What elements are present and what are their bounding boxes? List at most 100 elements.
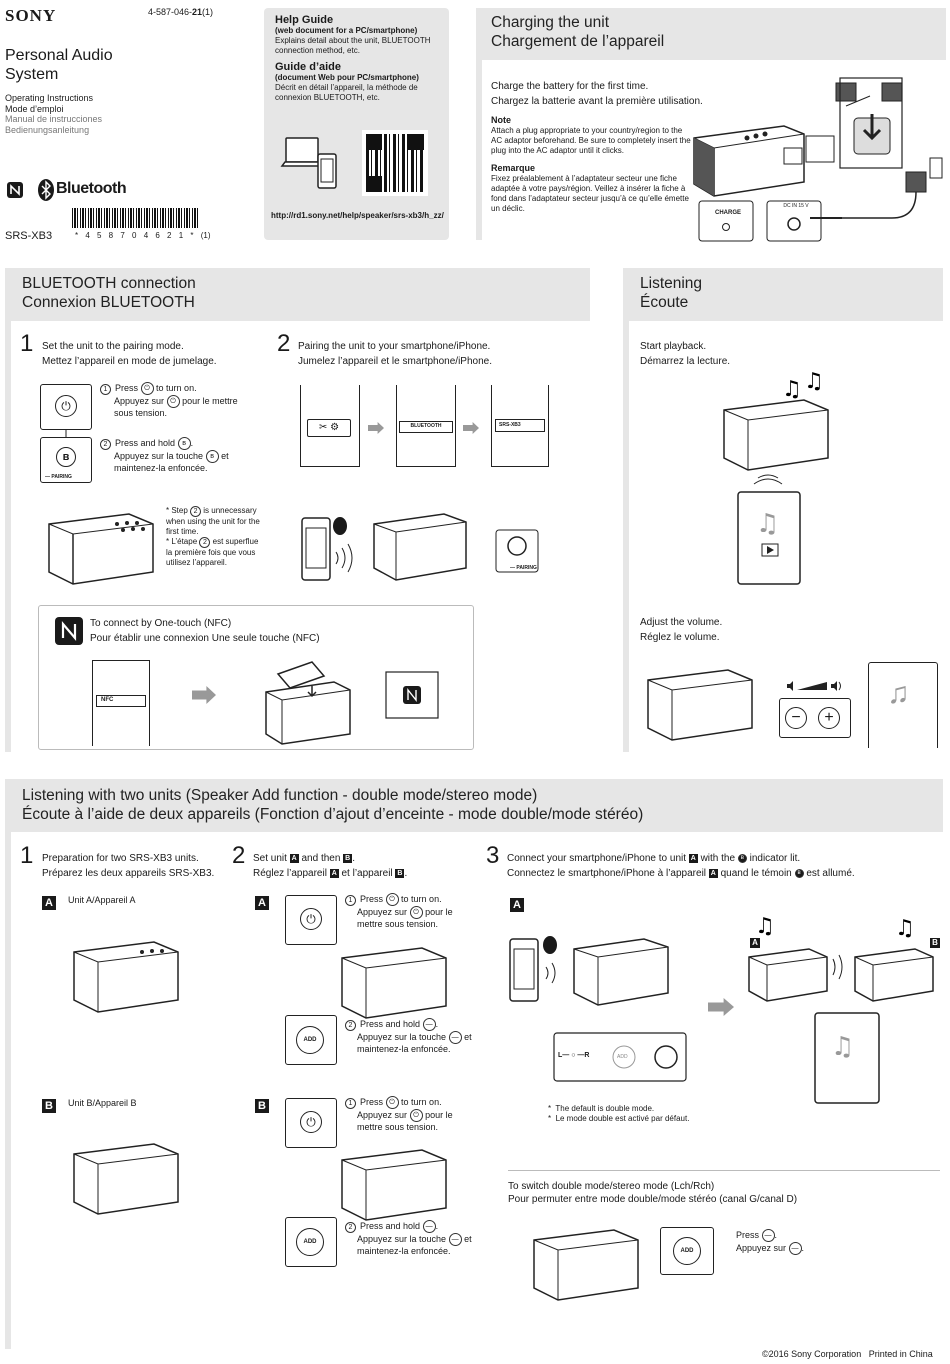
bluetooth-wordmark: Bluetooth xyxy=(56,180,127,197)
help-guide-text: Help Guide (web document for a PC/smartp… xyxy=(275,14,445,103)
arrow-right-icon xyxy=(368,422,384,434)
two-units-header xyxy=(5,779,943,832)
bluetooth-toggle[interactable]: BLUETOOTH xyxy=(399,421,453,433)
document-code: 4-587-046-21(1) xyxy=(148,7,214,17)
charging-panel-border xyxy=(476,8,482,240)
add-button-tile-a[interactable]: ADD xyxy=(285,1015,337,1065)
stereo-a-badge: A xyxy=(750,938,760,948)
listening-start: Start playback. Démarrez la lecture. xyxy=(640,339,730,369)
volume-slider-icon xyxy=(787,679,843,693)
power-icon-inline: ⏻ xyxy=(140,382,154,395)
add-button-icon: ADD xyxy=(296,1026,324,1054)
charging-note: Note Attach a plug appropriate to your c… xyxy=(491,114,691,214)
power-button-tile-b[interactable]: ⏻ xyxy=(285,1098,337,1148)
help-guide-panel xyxy=(264,8,449,240)
speaker-illustration-1 xyxy=(48,513,154,585)
unit-a-label: Unit A/Appareil A xyxy=(68,895,136,905)
charging-line-fr: Chargez la batterie avant la première ut… xyxy=(491,96,703,107)
volume-down-button[interactable]: − xyxy=(785,707,807,729)
speaker-step2-a xyxy=(341,947,447,1019)
listening-title: Listening Écoute xyxy=(640,274,702,312)
switch-en: To switch double mode/stereo mode (Lch/R… xyxy=(508,1181,715,1192)
pairing-button-tile[interactable]: ʙ — PAIRING xyxy=(40,437,92,483)
bt-step-note: * Step 2 is unnecessary when using the u… xyxy=(166,506,260,567)
charging-illustration xyxy=(693,77,943,242)
power-button-tile-a[interactable]: ⏻ xyxy=(285,895,337,945)
add-button-tile-b[interactable]: ADD xyxy=(285,1217,337,1267)
phone-screen-device-list: SRS-XB3 xyxy=(491,385,549,467)
svg-text:♫: ♫ xyxy=(831,1032,854,1062)
copyright-footer: ©2016 Sony Corporation Printed in China xyxy=(762,1349,933,1359)
device-list-item[interactable]: SRS-XB3 xyxy=(495,419,545,432)
help-guide-title-en: Help Guide xyxy=(275,14,334,26)
power-icon: ⏻ xyxy=(55,395,77,417)
default-mode-note: * The default is double mode. * Le mode … xyxy=(548,1104,690,1123)
add-button-icon: ADD xyxy=(673,1237,701,1265)
help-guide-title-fr: Guide d’aide xyxy=(275,61,342,73)
bluetooth-icon-inline: ʙ xyxy=(177,437,191,450)
settings-icon[interactable]: ✂ ⚙ xyxy=(307,419,351,437)
phone-volume-illustration: ♫ xyxy=(868,662,938,748)
nfc-text: To connect by One-touch (NFC) Pour établ… xyxy=(90,616,320,646)
speaker-unit-a xyxy=(73,941,179,1013)
pairing-label: — PAIRING xyxy=(45,474,72,480)
two-step3-number: 3 xyxy=(486,842,500,869)
bt-step1-fr: Mettez l’appareil en mode de jumelage. xyxy=(42,356,217,367)
two-units-title-fr: Écoute à l’aide de deux appareils (Fonct… xyxy=(22,806,644,823)
bt-header xyxy=(5,268,590,321)
switch-press: Press —. Appuyez sur —. xyxy=(736,1229,804,1256)
two-step2-text: Set unit A and then B. Réglez l’appareil… xyxy=(253,853,408,879)
listening-title-en: Listening xyxy=(640,275,703,292)
add-button-tile-switch[interactable]: ADD xyxy=(660,1227,714,1275)
volume-en: Adjust the volume. xyxy=(640,617,723,628)
manual-fr: Mode d’emploi xyxy=(5,103,64,114)
arrow-right-icon xyxy=(192,686,216,704)
qr-code xyxy=(362,130,428,196)
help-guide-subtitle-fr: (document Web pour PC/smartphone) xyxy=(275,73,419,82)
bt-title: BLUETOOTH connection Connexion BLUETOOTH xyxy=(22,274,196,312)
charging-instructions: Charge the battery for the first time. C… xyxy=(491,79,711,109)
power-icon: ⏻ xyxy=(300,1111,322,1133)
phone-screen-settings: ✂ ⚙ xyxy=(300,385,360,467)
step3-unit-a-badge: A xyxy=(510,898,524,912)
bt-title-fr: Connexion BLUETOOTH xyxy=(22,294,195,311)
svg-text:♫: ♫ xyxy=(756,509,779,539)
playback-illustration: ♫ ♫ ♫ xyxy=(723,369,829,585)
listening-side-bar xyxy=(623,268,629,752)
bt-step2-fr: Jumelez l’appareil et le smartphone/iPho… xyxy=(298,356,492,367)
stereo-speakers-illustration: ♫ ♫ ♫ xyxy=(748,914,934,1104)
model-number: SRS-XB3 xyxy=(5,230,53,242)
nfc-panel xyxy=(38,605,474,750)
phone-screen-nfc: NFC xyxy=(92,660,150,746)
remarque-title: Remarque xyxy=(491,163,536,173)
note-title: Note xyxy=(491,115,511,125)
bt-title-en: BLUETOOTH connection xyxy=(22,275,196,292)
unit-b-badge: B xyxy=(42,1099,56,1113)
svg-text:♫: ♫ xyxy=(755,914,775,939)
switch-speaker-illustration xyxy=(533,1229,639,1301)
nfc-toggle[interactable]: NFC xyxy=(96,695,146,707)
arrow-right-icon xyxy=(708,998,734,1016)
svg-text:♫: ♫ xyxy=(804,369,824,394)
charging-title-fr: Chargement de l’appareil xyxy=(491,33,665,50)
two-units-side-bar xyxy=(5,779,11,1349)
nfc-touch-illustration xyxy=(265,661,439,745)
manual-es: Manual de instrucciones xyxy=(5,114,103,124)
listening-volume: Adjust the volume. Réglez le volume. xyxy=(640,615,722,645)
listening-title-fr: Écoute xyxy=(640,294,689,311)
nfc-text-fr: Pour établir une connexion Une seule tou… xyxy=(90,633,320,644)
music-note-icon: ♫ xyxy=(887,677,910,710)
help-guide-desc-en: Explains detail about the unit, BLUETOOT… xyxy=(275,36,431,55)
power-button-tile[interactable]: ⏻ xyxy=(40,384,92,430)
help-guide-url[interactable]: http://rd1.sony.net/help/speaker/srs-xb3… xyxy=(271,211,444,220)
add-label-step3: ADD xyxy=(617,1054,628,1060)
start-en: Start playback. xyxy=(640,341,707,352)
arrow-right-icon xyxy=(463,422,479,434)
volume-up-button[interactable]: + xyxy=(818,707,840,729)
nfc-text-en: To connect by One-touch (NFC) xyxy=(90,618,232,629)
phone-screen-bluetooth: BLUETOOTH xyxy=(396,385,456,467)
